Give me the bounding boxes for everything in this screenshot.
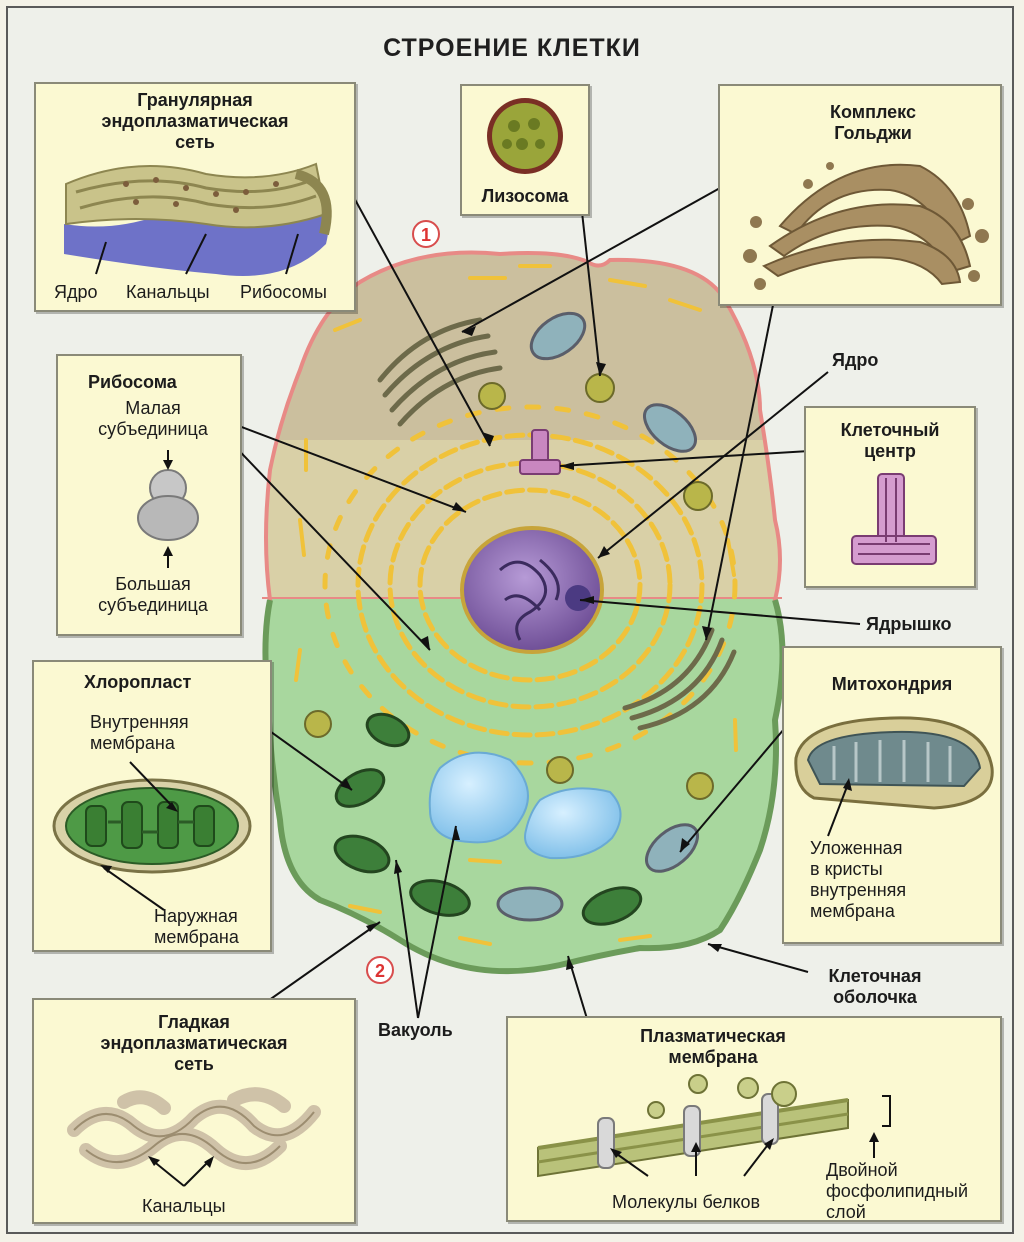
plasma-membrane-panel: Плазматическая мембрана Молекулы белков …	[506, 1016, 1002, 1222]
granular-er-title-3: сеть	[36, 132, 354, 153]
plasma-membrane-proteins: Молекулы белков	[612, 1192, 760, 1213]
badge-plant-half: 2	[366, 956, 394, 984]
ribosome-small-1: Малая	[58, 398, 248, 419]
granular-er-title-1: Гранулярная	[36, 90, 354, 111]
granular-er-part-canals: Канальцы	[126, 282, 210, 303]
ribosome-small-2: субъединица	[58, 419, 248, 440]
mitochondria-cristae-2: в кристы	[810, 859, 883, 880]
lysosome-title: Лизосома	[462, 186, 588, 207]
mitochondria-cristae-3: внутренняя	[810, 880, 906, 901]
golgi-title-2: Гольджи	[760, 123, 986, 144]
chloroplast-inner-2: мембрана	[90, 733, 175, 754]
nucleolus-label: Ядрышко	[866, 614, 952, 635]
plasma-membrane-bilayer-2: фосфолипидный	[826, 1181, 968, 1202]
smooth-er-title-1: Гладкая	[34, 1012, 354, 1033]
mitochondria-cristae-1: Уложенная	[810, 838, 902, 859]
page-title: СТРОЕНИЕ КЛЕТКИ	[0, 34, 1024, 63]
chloroplast-outer-1: Наружная	[154, 906, 238, 927]
golgi-panel: Комплекс Гольджи	[718, 84, 1002, 306]
granular-er-part-nucleus: Ядро	[54, 282, 98, 303]
chloroplast-inner-1: Внутренняя	[90, 712, 189, 733]
mitochondria-cristae-4: мембрана	[810, 901, 895, 922]
cell-wall-label-2: оболочка	[800, 987, 950, 1008]
ribosome-large-1: Большая	[58, 574, 248, 595]
granular-er-part-ribosomes: Рибосомы	[240, 282, 327, 303]
centrosome-title-1: Клеточный	[806, 420, 974, 441]
golgi-title-1: Комплекс	[760, 102, 986, 123]
nucleus-in-cell	[462, 528, 602, 652]
ribosome-title: Рибосома	[88, 372, 177, 393]
smooth-er-title-2: эндоплазматическая	[34, 1033, 354, 1054]
granular-er-title-2: эндоплазматическая	[36, 111, 354, 132]
mitochondria-panel: Митохондрия Уложенная в кристы внутрення…	[782, 646, 1002, 944]
ribosome-panel: Рибосома Малая субъединица Большая субъе…	[56, 354, 242, 636]
smooth-er-part-canals: Канальцы	[142, 1196, 226, 1217]
chloroplast-outer-2: мембрана	[154, 927, 239, 948]
smooth-er-panel: Гладкая эндоплазматическая сеть Канальцы	[32, 998, 356, 1224]
plasma-membrane-bilayer-3: слой	[826, 1202, 866, 1223]
lysosome-panel: Лизосома	[460, 84, 590, 216]
centrosome-title-2: центр	[806, 441, 974, 462]
chloroplast-panel: Хлоропласт Внутренняя мембрана Наружная …	[32, 660, 272, 952]
vacuole-label: Вакуоль	[378, 1020, 453, 1041]
chloroplast-title: Хлоропласт	[84, 672, 191, 693]
smooth-er-title-3: сеть	[34, 1054, 354, 1075]
ribosome-large-2: субъединица	[58, 595, 248, 616]
nucleus-label: Ядро	[832, 350, 878, 371]
plasma-membrane-title-1: Плазматическая	[588, 1026, 838, 1047]
plasma-membrane-title-2: мембрана	[588, 1047, 838, 1068]
mitochondria-title: Митохондрия	[784, 674, 1000, 695]
cell	[250, 240, 810, 998]
badge-animal-half: 1	[412, 220, 440, 248]
plasma-membrane-bilayer-1: Двойной	[826, 1160, 898, 1181]
granular-er-panel: Гранулярная эндоплазматическая сеть Ядро…	[34, 82, 356, 312]
cell-wall-label-1: Клеточная	[800, 966, 950, 987]
centrosome-panel: Клеточный центр	[804, 406, 976, 588]
